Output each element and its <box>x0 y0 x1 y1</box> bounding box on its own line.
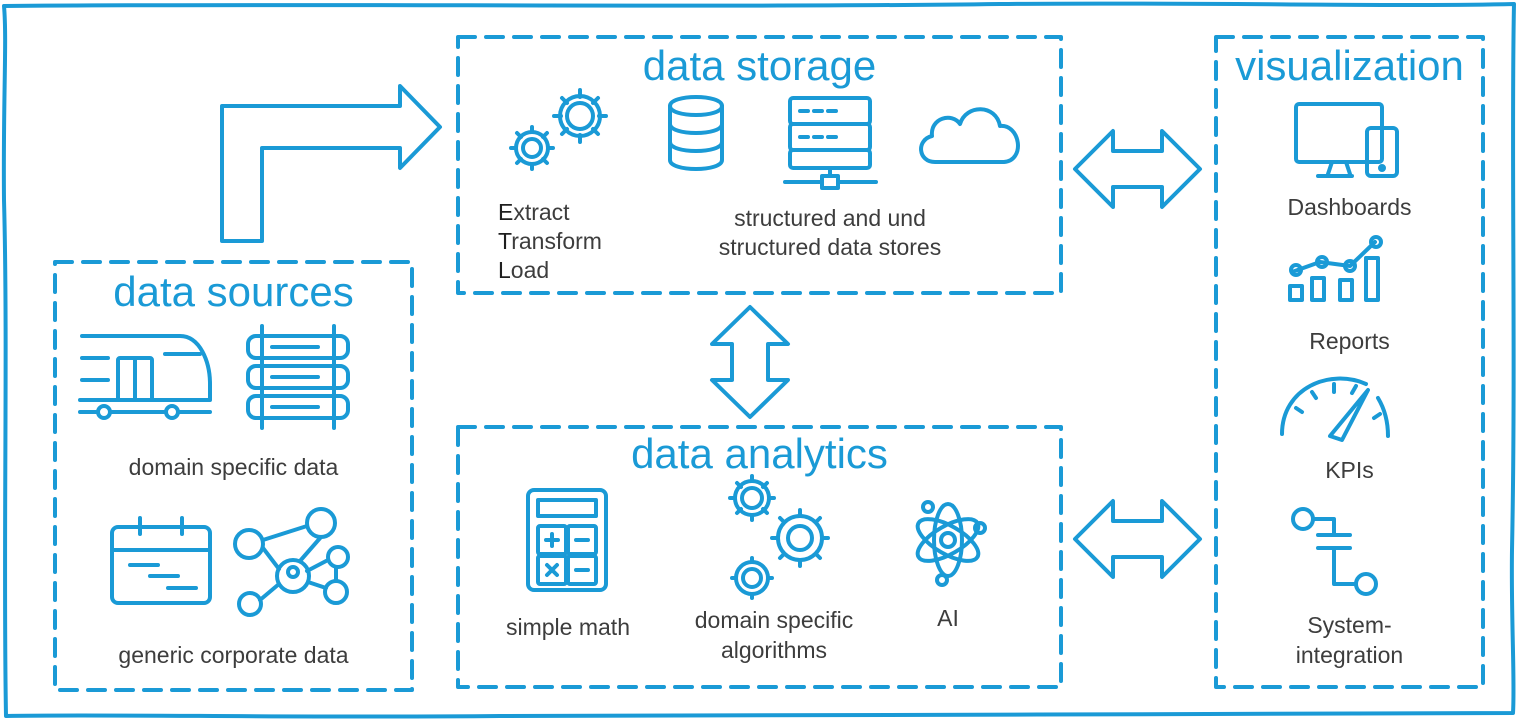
dashboards-label: Dashboards <box>1287 194 1412 220</box>
system-integration-label-line2: integration <box>1295 642 1404 668</box>
calendar-icon <box>110 516 212 605</box>
kpis-label: KPIs <box>1325 457 1374 483</box>
gauge-icon <box>1280 376 1390 442</box>
connector-icon <box>1291 507 1378 596</box>
algorithms-label-line2: algorithms <box>720 637 828 663</box>
train-icon <box>78 334 212 420</box>
data-storage-box <box>456 35 1063 295</box>
cloud-icon <box>919 107 1020 164</box>
storage-visualization-arrow <box>1073 129 1202 209</box>
domain-specific-data-label: domain specific data <box>128 454 339 480</box>
network-people-icon <box>233 507 350 617</box>
sources-to-storage-arrow <box>220 84 442 243</box>
etl-label: Extract Transform Load <box>498 198 602 285</box>
data-analytics-title: data analytics <box>631 430 888 477</box>
data-stores-label-line1: structured and und <box>734 205 926 231</box>
calculator-icon <box>526 488 608 592</box>
atom-icon <box>915 500 987 587</box>
algorithms-label-line1: domain specific <box>694 607 854 633</box>
data-sources-box <box>53 260 414 692</box>
ai-label: AI <box>937 605 959 631</box>
devices-icon <box>1294 102 1399 178</box>
etl-load: Load <box>498 257 550 283</box>
data-storage-title: data storage <box>642 42 877 89</box>
reports-label: Reports <box>1309 328 1390 354</box>
growth-chart-icon <box>1288 235 1383 302</box>
simple-math-label: simple math <box>506 614 630 640</box>
server-icon <box>783 96 878 190</box>
data-sources-title: data sources <box>113 268 354 315</box>
etl-transform: Transform <box>498 228 602 254</box>
visualization-title: visualization <box>1235 42 1464 89</box>
storage-analytics-arrow <box>710 305 790 419</box>
visualization-box <box>1214 35 1485 689</box>
etl-extract: Extract <box>498 199 570 225</box>
database-icon <box>668 95 724 171</box>
gears-icon <box>509 88 608 171</box>
rail-track-icon <box>246 324 350 430</box>
analytics-visualization-arrow <box>1073 499 1202 579</box>
data-analytics-box <box>456 425 1063 689</box>
gears-cluster-icon <box>728 474 830 600</box>
data-stores-label-line2: structured data stores <box>718 234 942 260</box>
generic-corporate-data-label: generic corporate data <box>118 642 349 668</box>
system-integration-label-line1: System- <box>1307 612 1392 638</box>
